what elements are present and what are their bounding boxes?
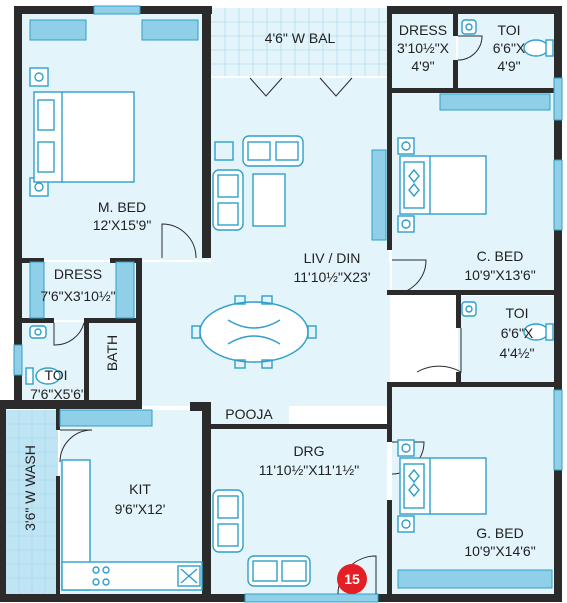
toi-2-name: TOI — [44, 367, 68, 383]
kit-size: 9'6"X12' — [114, 501, 166, 517]
toilet-fixtures — [25, 19, 554, 385]
floor-balcony — [211, 8, 389, 76]
dress-1-size: 3'10½"X — [396, 40, 449, 56]
balcony-tiles — [211, 8, 389, 76]
floor-pooja — [211, 404, 289, 426]
toi-1-size: 6'6"X — [492, 40, 526, 56]
liv-din-size: 11'10½"X23' — [293, 269, 371, 285]
kit-name: KIT — [129, 481, 151, 497]
wash-name: 3'6" W WASH — [22, 445, 38, 531]
master-bed-size: 12'X15'9" — [92, 217, 152, 233]
dress-1-size-2: 4'9" — [411, 58, 435, 74]
toi-3-name: TOI — [505, 305, 529, 321]
c-bed-name: C. BED — [476, 248, 524, 264]
dining-table — [191, 295, 317, 369]
c-bed-furniture — [397, 137, 487, 233]
dress-2-size: 7'6"X3'10½" — [40, 288, 116, 304]
dress-2-name: DRESS — [53, 266, 103, 282]
drawing-sofa-set — [212, 489, 311, 587]
doors — [53, 35, 483, 595]
toi-1-size-2: 4'9" — [497, 58, 521, 74]
toi-1-name: TOI — [497, 22, 521, 38]
drg-size: 11'10½"X11'1½" — [258, 462, 360, 478]
windows — [13, 5, 563, 603]
liv-din-name: LIV / DIN — [303, 250, 361, 266]
toi-3-size-2: 4'4½" — [499, 345, 535, 361]
living-sofa-set — [212, 135, 304, 231]
toi-3-size: 6'6"X — [500, 325, 534, 341]
dress-1-name: DRESS — [398, 22, 448, 38]
pooja-name: POOJA — [225, 406, 273, 422]
drg-name: DRG — [293, 443, 325, 459]
bath-name: BATH — [104, 334, 120, 372]
floor-bath — [88, 322, 136, 400]
floor-dress-1 — [390, 14, 456, 90]
master-bed-name: M. BED — [97, 199, 147, 215]
walls — [0, 6, 562, 602]
wash-tiles — [6, 410, 58, 594]
g-bed-name: G. BED — [476, 525, 524, 541]
c-bed-size: 10'9"X13'6" — [464, 267, 536, 283]
g-bed-size: 10'9"X14'6" — [464, 543, 536, 559]
toi-2-size: 7'6"X5'6" — [30, 386, 86, 402]
balcony-name: 4'6" W BAL — [264, 30, 336, 46]
plan-number-badge: 15 — [337, 564, 367, 594]
kitchen-counter — [61, 459, 203, 591]
g-bed-furniture — [397, 439, 487, 533]
master-bed-furniture — [29, 67, 135, 197]
